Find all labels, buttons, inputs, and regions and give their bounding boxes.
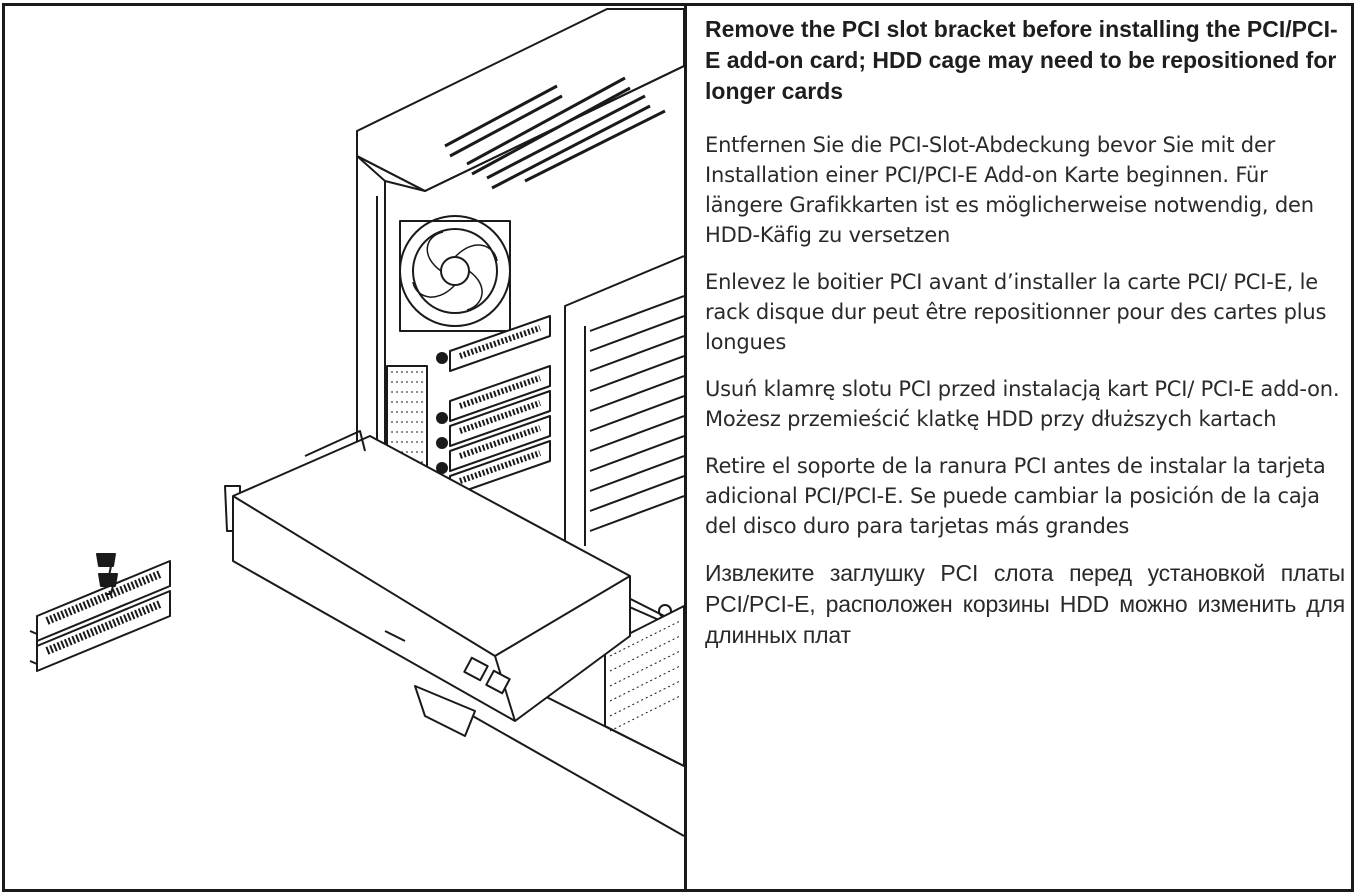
paragraph-es: Retire el soporte de la ranura PCI antes… [705, 454, 1326, 538]
paragraph-pl: Usuń klamrę slotu PCI przed instalacją k… [705, 377, 1340, 431]
thumb-screws-icon [96, 553, 118, 595]
case-pci-slots [436, 315, 551, 498]
graphics-card-icon [224, 430, 631, 737]
drive-bay-louvers [584, 295, 684, 546]
paragraph-fr: Enlevez le boitier PCI avant d’installer… [705, 270, 1327, 354]
column-divider [684, 6, 687, 889]
pc-case-illustration [5, 6, 684, 889]
paragraph-de: Entfernen Sie die PCI-Slot-Abdeckung bev… [705, 133, 1314, 247]
instruction-panel: Remove the PCI slot bracket before insta… [2, 3, 1354, 892]
case-diagram-icon [29, 8, 684, 837]
removed-slot-brackets-icon [29, 560, 171, 672]
paragraph-ru: Извлеките заглушку PCI слота перед устан… [705, 560, 1345, 648]
psu-mesh [604, 605, 684, 767]
heading-en: Remove the PCI slot bracket before insta… [705, 16, 1338, 104]
case-side-wall [356, 155, 386, 462]
rear-fan-icon [399, 215, 511, 332]
instruction-text: Remove the PCI slot bracket before insta… [705, 14, 1345, 884]
